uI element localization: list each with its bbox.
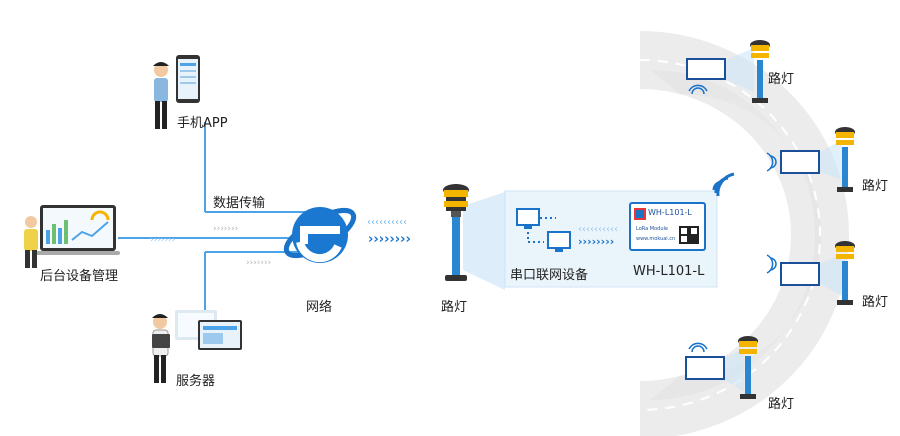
arrow-chevrons: ››››››› ››››››› ›››››››	[150, 224, 271, 268]
street-light-ring-2	[780, 127, 855, 192]
backend-label: 后台设备管理	[40, 269, 119, 284]
serial-device-label: 串口联网设备	[510, 268, 589, 283]
svg-text:›››››››: ›››››››	[246, 258, 271, 268]
street-light-ring-3	[780, 241, 855, 305]
svg-text:››››››››: ››››››››	[368, 232, 411, 247]
module-chip-subtitle: LoRa Module	[636, 226, 668, 232]
arrow-network-to-light: ›››››››› ‹‹‹‹‹‹‹‹‹‹	[367, 217, 411, 247]
module-chip-title: WH-L101-L	[648, 208, 692, 217]
backend-user-icon	[24, 205, 120, 268]
serial-device-panel: ‹‹‹‹‹‹‹‹‹‹ ››››››››	[504, 190, 718, 288]
street-light-ring-4-label: 路灯	[768, 397, 795, 412]
svg-text:›››››››: ›››››››	[150, 235, 175, 245]
data-transfer-label: 数据传输	[213, 196, 266, 211]
svg-text:›››››››: ›››››››	[213, 224, 238, 234]
ring-wifi-icons	[688, 84, 777, 353]
server-label: 服务器	[176, 374, 216, 389]
svg-text:‹‹‹‹‹‹‹‹‹‹: ‹‹‹‹‹‹‹‹‹‹	[578, 224, 618, 235]
street-light-center-label: 路灯	[441, 300, 468, 315]
street-light-ring-1-label: 路灯	[768, 72, 795, 87]
svg-text:››››››››: ››››››››	[578, 235, 614, 248]
street-light-ring-1	[686, 40, 770, 103]
mobile-user-icon	[153, 55, 200, 129]
network-icon	[283, 207, 357, 263]
street-light-ring-3-label: 路灯	[862, 295, 889, 310]
module-chip-site: www.mokuai.cn	[636, 236, 676, 242]
svg-text:‹‹‹‹‹‹‹‹‹‹: ‹‹‹‹‹‹‹‹‹‹	[367, 217, 407, 228]
road-ring	[639, 31, 849, 436]
network-label: 网络	[306, 300, 333, 315]
module-label: WH-L101-L	[633, 264, 705, 279]
server-user-icon	[152, 310, 242, 383]
street-light-ring-4	[685, 336, 758, 399]
wifi-signal-icon	[712, 172, 735, 197]
street-light-center-icon	[443, 184, 505, 290]
mobile-app-label: 手机APP	[177, 116, 228, 131]
street-light-ring-2-label: 路灯	[862, 179, 889, 194]
